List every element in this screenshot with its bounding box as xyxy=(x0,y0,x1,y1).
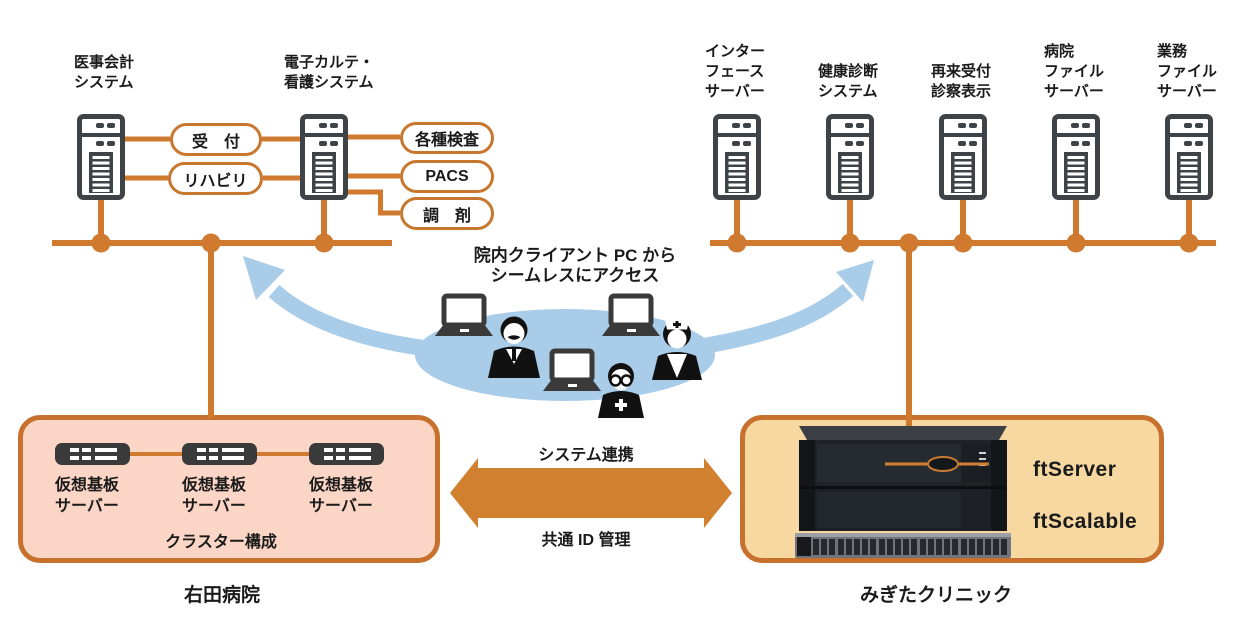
doctor-icon xyxy=(488,316,540,378)
server-label-line: サーバー xyxy=(705,83,765,100)
server-label-line: サーバー xyxy=(1044,83,1104,100)
ftserver-ftscalable-photo xyxy=(795,426,1011,558)
ftscalable-label: ftScalable xyxy=(1033,510,1138,533)
system-link-label: システム連携 xyxy=(538,447,634,464)
arrow-to-clinic-head xyxy=(836,260,874,302)
hospital-site-label: 右田病院 xyxy=(183,585,261,606)
server-label-line: サーバー xyxy=(1157,83,1217,100)
client-access-line: 院内クライアント PC から xyxy=(473,246,677,265)
virtual-server-label-line: サーバー xyxy=(55,498,119,515)
virtual-server-label-line: サーバー xyxy=(309,498,373,515)
server-label-line: 業務 xyxy=(1157,43,1188,60)
virtual-server-label-line: 仮想基板 xyxy=(309,477,374,494)
hospital-zone xyxy=(18,415,440,563)
common-id-label: 共通 ID 管理 xyxy=(541,532,631,549)
server-tower-icon xyxy=(713,114,761,200)
server-label-line: 健康診断 xyxy=(818,63,879,80)
server-label-reception-display: 再来受付 診察表示 xyxy=(931,62,991,102)
pill-pacs: PACS xyxy=(400,160,494,193)
staff-glasses-icon xyxy=(598,363,644,418)
virtual-server-label-line: 仮想基板 xyxy=(55,477,120,494)
client-access-cloud xyxy=(243,256,874,418)
server-label-line: 医事会計 xyxy=(74,54,135,71)
server-label-business-file: 業務 ファイル サーバー xyxy=(1157,42,1217,102)
pill-rehabilitation: リハビリ xyxy=(168,162,263,195)
server-label-emr-nursing: 電子カルテ・ 看護システム xyxy=(284,53,374,93)
virtual-server-label-line: サーバー xyxy=(182,498,246,515)
virtual-server-label: 仮想基板 サーバー xyxy=(182,475,246,517)
virtual-server-label: 仮想基板 サーバー xyxy=(55,475,119,517)
server-label-medical-accounting: 医事会計 システム xyxy=(74,53,134,93)
server-label-line: フェース xyxy=(705,63,765,80)
server-label-line: 診察表示 xyxy=(931,83,992,100)
server-label-line: 看護システム xyxy=(284,74,374,91)
server-tower-icon xyxy=(826,114,874,200)
server-label-hospital-file: 病院 ファイル サーバー xyxy=(1044,42,1104,102)
server-label-line: 病院 xyxy=(1044,43,1075,60)
client-access-text: 院内クライアント PC から シームレスにアクセス xyxy=(455,246,695,286)
virtual-server-label: 仮想基板 サーバー xyxy=(309,475,373,517)
server-tower-icon xyxy=(300,114,348,200)
clinic-site-label: みぎたクリニック xyxy=(859,585,1013,606)
laptop-icon xyxy=(602,296,660,336)
server-label-line: 再来受付 xyxy=(931,63,992,80)
pill-dispensing: 調 剤 xyxy=(400,197,494,230)
server-label-line: インター xyxy=(705,43,766,60)
server-tower-icon xyxy=(77,114,125,200)
server-label-line: システム xyxy=(818,83,878,100)
server-label-health-check: 健康診断 システム xyxy=(818,62,878,102)
server-label-line: システム xyxy=(74,74,134,91)
hospital-bus xyxy=(52,198,392,419)
ftserver-label: ftServer xyxy=(1033,458,1117,481)
pill-reception: 受 付 xyxy=(170,123,262,156)
server-label-line: ファイル xyxy=(1044,63,1105,80)
pill-examinations: 各種検査 xyxy=(400,122,494,154)
clinic-bus xyxy=(710,198,1216,433)
virtual-server-icon xyxy=(182,443,257,465)
cluster-caption: クラスター構成 xyxy=(165,534,277,551)
system-link-arrow xyxy=(450,458,732,528)
server-tower-icon xyxy=(1052,114,1100,200)
server-tower-icon xyxy=(1165,114,1213,200)
laptop-icon xyxy=(435,296,493,336)
nurse-icon xyxy=(652,320,702,380)
virtual-server-icon xyxy=(55,443,130,465)
virtual-server-icon xyxy=(309,443,384,465)
arrow-to-hospital-head xyxy=(243,256,285,300)
server-label-line: 電子カルテ・ xyxy=(284,54,375,71)
server-label-line: ファイル xyxy=(1157,63,1218,80)
client-access-line: シームレスにアクセス xyxy=(490,266,660,285)
server-tower-icon xyxy=(939,114,987,200)
server-label-interface: インター フェース サーバー xyxy=(705,42,765,102)
hospital-link-lines xyxy=(125,134,400,216)
virtual-server-label-line: 仮想基板 xyxy=(182,477,247,494)
laptop-icon xyxy=(543,351,601,391)
